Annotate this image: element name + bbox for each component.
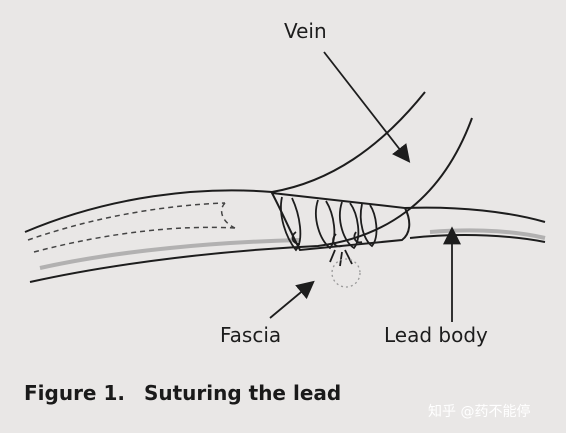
- suture-3: [339, 201, 360, 250]
- suture-tail-2: [344, 249, 353, 265]
- suture-1: [280, 196, 302, 252]
- fascia-arrow: [269, 280, 315, 319]
- vein-arrow: [323, 51, 411, 163]
- inner-channel-tip: [220, 202, 236, 229]
- sutures: [280, 196, 378, 267]
- lead-inside-vein: [27, 202, 236, 253]
- vein-upper-wall: [24, 91, 426, 233]
- suture-tail-1: [329, 249, 336, 263]
- fascia-label: Fascia: [220, 323, 281, 347]
- suture-4: [359, 203, 378, 248]
- watermark: 知乎 @药不能停: [428, 403, 530, 420]
- suture-tail-3: [339, 251, 343, 267]
- inner-channel-lower: [33, 226, 236, 253]
- lead-body-label: Lead body: [384, 323, 488, 347]
- inner-channel-upper: [27, 202, 226, 241]
- suture-knot-3: [353, 231, 363, 244]
- needle-dotted-circle: [331, 258, 361, 288]
- vein-lower-wall: [29, 117, 473, 283]
- vein: [24, 91, 473, 283]
- suture-knot-1: [291, 231, 301, 245]
- lead-body-lower: [409, 234, 546, 243]
- lead-body: [404, 206, 546, 243]
- vein-label: Vein: [284, 19, 327, 43]
- lead-body-upper: [404, 206, 546, 223]
- suture-2: [315, 199, 336, 250]
- lead-body-shading: [429, 228, 546, 240]
- vein-shading: [39, 238, 301, 270]
- figure-number: Figure 1.: [24, 381, 125, 405]
- suture-knot-2: [332, 233, 343, 248]
- figure-caption: Figure 1. Suturing the lead: [24, 381, 341, 405]
- figure-title: Suturing the lead: [144, 381, 341, 405]
